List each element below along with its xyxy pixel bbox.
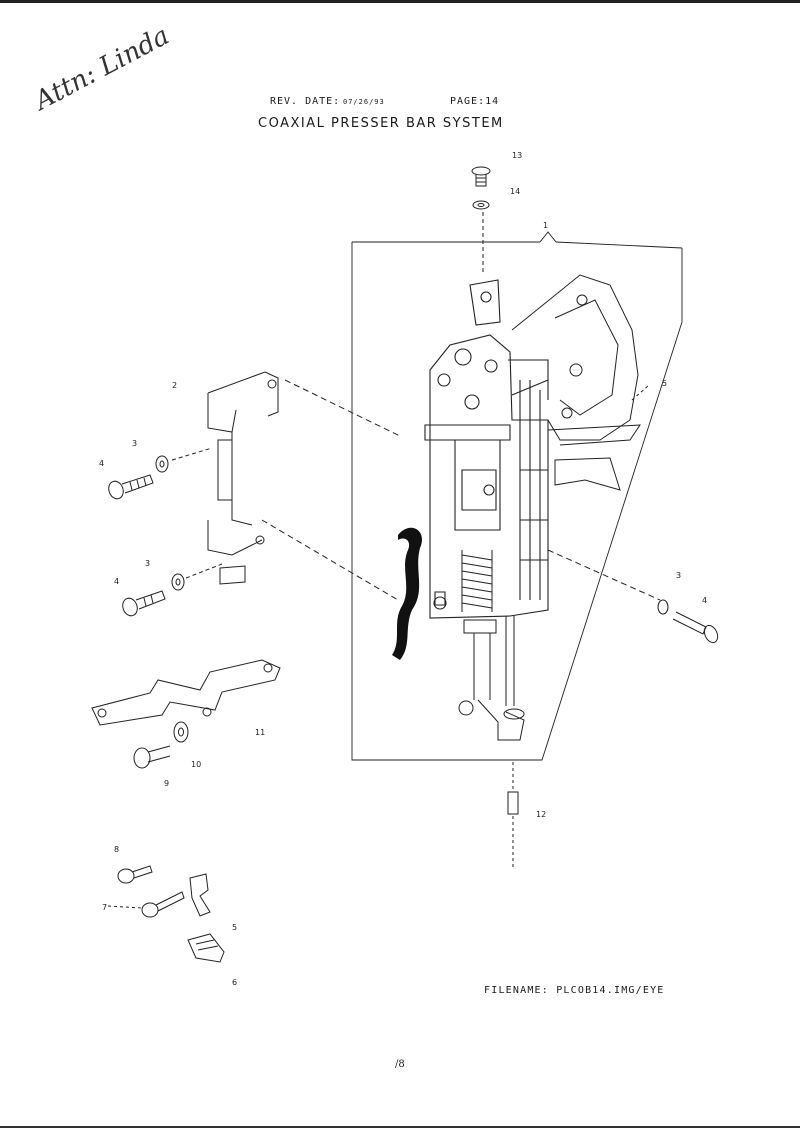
callout-3c: 3 <box>676 571 681 580</box>
bracket-2-icon <box>208 372 278 584</box>
assembly-outline <box>352 242 682 760</box>
pin-12-icon <box>508 792 518 814</box>
washer-3-upper-icon <box>156 456 168 472</box>
screw-4-right-icon <box>673 612 720 645</box>
presser-bar-right <box>506 616 514 706</box>
assembly-brace <box>540 232 556 242</box>
washer-3-lower-icon <box>172 574 184 590</box>
callout-8: 8 <box>114 845 119 854</box>
callout-2: 2 <box>172 381 177 390</box>
callout-9: 9 <box>164 779 169 788</box>
screw-8-icon <box>118 866 152 883</box>
callout-4b: 4 <box>114 577 119 586</box>
callout-1: 1 <box>543 221 548 230</box>
leader-right-screw <box>548 550 660 600</box>
leader-bracket-lower <box>262 520 398 600</box>
washer-3-right-icon <box>658 600 668 614</box>
screw-4-lower-icon <box>120 591 165 618</box>
cable-strip-icon <box>392 528 422 660</box>
callout-3a: 3 <box>132 439 137 448</box>
screw-13-icon <box>472 167 490 186</box>
clamp-5-icon <box>190 874 210 916</box>
leader-bracket-upper <box>285 380 400 436</box>
screw-9-icon <box>134 746 170 768</box>
foot-6-icon <box>188 934 224 962</box>
bottom-scan-edge <box>0 1126 800 1128</box>
callout-15: 5 <box>662 379 667 388</box>
callout-3b: 3 <box>145 559 150 568</box>
callout-13: 13 <box>512 151 522 160</box>
washer-10-icon <box>174 722 188 742</box>
filename-label: FILENAME: PLCOB14.IMG/EYE <box>484 985 665 996</box>
screw-7-icon <box>142 892 184 917</box>
screw-4-upper-icon <box>106 475 153 501</box>
callout-12: 12 <box>536 810 546 819</box>
callout-5: 5 <box>232 923 237 932</box>
callout-10: 10 <box>191 760 201 769</box>
callout-4c: 4 <box>702 596 707 605</box>
page-number: /8 <box>395 1059 405 1070</box>
spring-icon <box>462 550 496 633</box>
callout-4a: 4 <box>99 459 104 468</box>
callout-11: 11 <box>255 728 265 737</box>
callout-14: 14 <box>510 187 520 196</box>
cover-plate-15-icon <box>512 275 640 490</box>
washer-14-icon <box>473 201 489 209</box>
callout-7: 7 <box>102 903 107 912</box>
callout-6: 6 <box>232 978 237 987</box>
link-11-icon <box>92 660 280 725</box>
presser-bar-left <box>474 633 490 700</box>
